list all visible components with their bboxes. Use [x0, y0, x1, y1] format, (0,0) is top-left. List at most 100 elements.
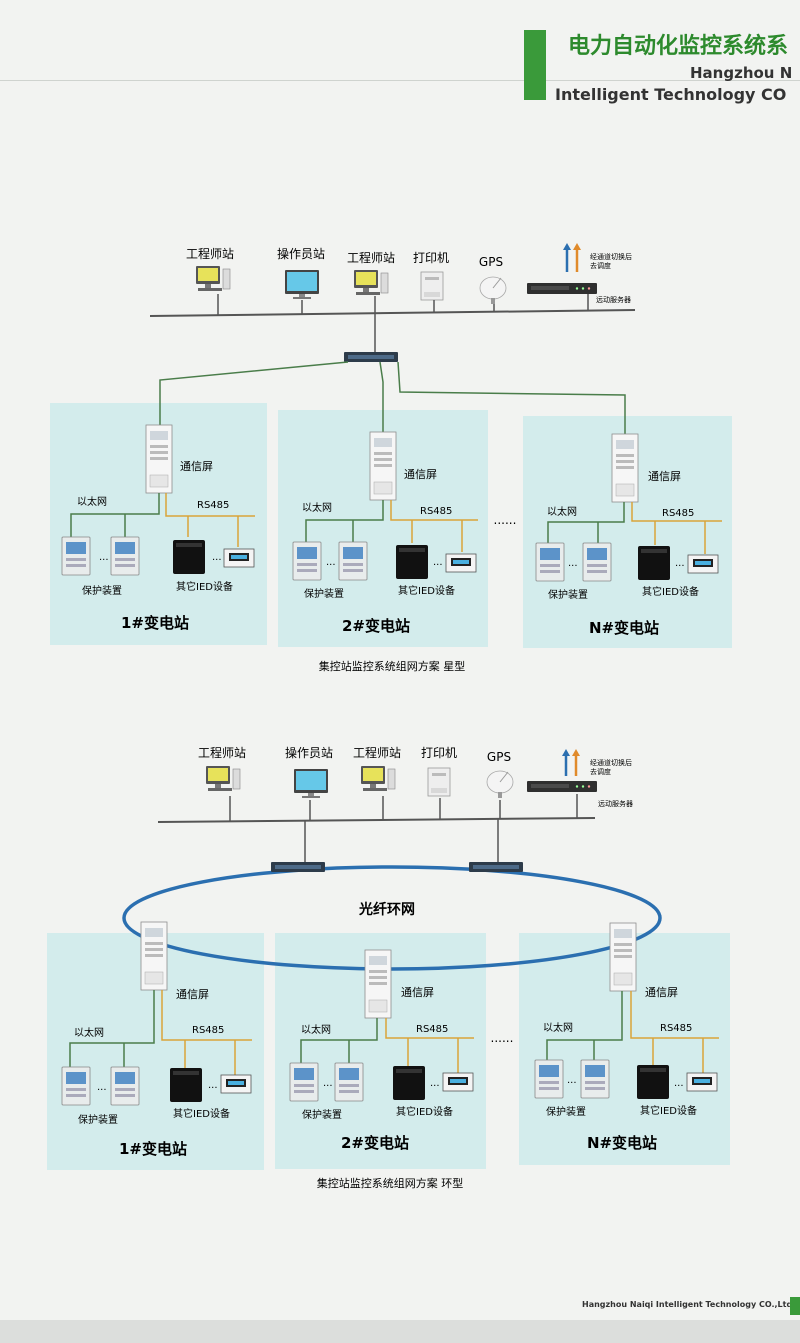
ring-sn-eth-label: 以太网 [543, 1021, 573, 1034]
star-printer-icon [420, 271, 444, 301]
star-sn-ied-label: 其它IED设备 [642, 585, 699, 598]
star-engineer-workstation2-icon [353, 269, 389, 296]
ring-s2-protection-relay-icon [289, 1062, 319, 1102]
ring-operator-monitor-icon [294, 769, 328, 798]
star-sn-ied-icon [638, 546, 670, 580]
star-s2-protection-relay-icon [292, 541, 322, 581]
ring-engineer-workstation2-icon [360, 765, 396, 792]
ring-remote-server-label: 远动服务器 [598, 799, 633, 808]
ring-s1-eth-label: 以太网 [74, 1026, 104, 1039]
ring-bus-line [157, 817, 596, 823]
star-remote-server-icon [527, 283, 597, 294]
star-operator-monitor-icon [285, 270, 319, 299]
star-s2-ied-dots: ... [433, 557, 443, 568]
ring-sn-comm-label: 通信屏 [645, 986, 678, 999]
ring-sn-dots: ... [567, 1075, 577, 1086]
star-s2-ied-icon [396, 545, 428, 579]
ring-s2-dots: ... [323, 1078, 333, 1089]
ring-s2-name: 2#变电站 [341, 1134, 409, 1152]
star-core-switch-icon [344, 352, 398, 362]
header-accent-bar [524, 30, 546, 100]
ring-s2-ied-dots: ... [430, 1078, 440, 1089]
star-bus-line [149, 309, 636, 317]
header-rule [0, 80, 800, 81]
ring-s1-name: 1#变电站 [119, 1140, 187, 1158]
star-sn-rs485-label: RS485 [662, 508, 694, 519]
star-s2-eth-label: 以太网 [302, 501, 332, 514]
star-s1-meter-icon [223, 548, 255, 568]
ring-gps-label: GPS [487, 750, 511, 764]
ring-s2-meter-icon [442, 1072, 474, 1092]
ring-diagram: 工程师站 操作员站 工程师站 打印机 GPS 经通道切换后 去调度 远动服务器 [47, 745, 730, 1190]
ring-printer-icon [427, 767, 451, 797]
ring-s2-protect-label: 保护装置 [302, 1108, 342, 1121]
ring-s2-rs485-label: RS485 [416, 1024, 448, 1035]
star-s1-dots: ... [99, 552, 109, 563]
star-remote-note-2: 去调度 [590, 261, 611, 270]
ring-s2-protection-relay2-icon [334, 1062, 364, 1102]
ring-s1-protection-relay2-icon [110, 1066, 140, 1106]
star-link-2 [379, 361, 384, 432]
ring-label: 光纤环网 [358, 901, 415, 918]
star-s1-protection-relay2-icon [110, 536, 140, 576]
ring-switch-right-icon [469, 862, 523, 872]
star-sn-name: N#变电站 [589, 619, 659, 637]
ring-engineer-workstation-icon [205, 765, 241, 792]
star-s1-rs485-label: RS485 [197, 500, 229, 511]
header-company-line2: Intelligent Technology CO [555, 85, 787, 104]
ring-between-dots: ...... [491, 1031, 514, 1045]
star-sn-protection-relay2-icon [582, 542, 612, 582]
star-sn-comm-label: 通信屏 [648, 470, 681, 483]
star-diagram: 工程师站 操作员站 工程师站 打印机 GPS 经通道切换后 去调度 远动服务器 [50, 243, 732, 673]
star-s2-meter-icon [445, 553, 477, 573]
ring-sn-protection-relay-icon [534, 1059, 564, 1099]
star-remote-server-label: 远动服务器 [596, 295, 631, 304]
ring-s1-ied-icon [170, 1068, 202, 1102]
ring-sn-ied-icon [637, 1065, 669, 1099]
ring-sn-name: N#变电站 [587, 1134, 657, 1152]
ring-engineer1-label: 工程师站 [198, 745, 246, 760]
ring-s2-ied-icon [393, 1066, 425, 1100]
star-s2-protection-relay2-icon [338, 541, 368, 581]
star-s2-protect-label: 保护装置 [304, 587, 344, 600]
star-gps-label: GPS [479, 255, 503, 269]
star-s2-comm-cabinet-icon [369, 431, 397, 501]
footer-band [0, 1320, 800, 1343]
fiber-ring [122, 865, 662, 971]
ring-s2-comm-cabinet-icon [364, 949, 392, 1019]
footer-company: Hangzhou Naiqi Intelligent Technology CO… [582, 1300, 793, 1309]
star-sn-protect-label: 保护装置 [548, 588, 588, 601]
star-sn-dots: ... [568, 558, 578, 569]
ring-sn-ied-dots: ... [674, 1078, 684, 1089]
star-caption: 集控站监控系统组网方案 星型 [319, 659, 466, 673]
ring-sn-rs485-label: RS485 [660, 1023, 692, 1034]
footer-accent-bar [790, 1297, 800, 1315]
ring-s1-comm-label: 通信屏 [176, 988, 209, 1001]
ring-s1-meter-icon [220, 1074, 252, 1094]
header-company-line1: Hangzhou N [690, 64, 793, 82]
star-s1-ied-label: 其它IED设备 [176, 580, 233, 593]
star-printer-label: 打印机 [413, 251, 449, 265]
star-sn-protection-relay-icon [535, 542, 565, 582]
star-between-dots: ...... [494, 513, 517, 527]
star-s1-protect-label: 保护装置 [82, 584, 122, 597]
star-operator-label: 操作员站 [277, 246, 325, 261]
ring-sn-protect-label: 保护装置 [546, 1105, 586, 1118]
star-gps-antenna-icon [479, 276, 507, 305]
ring-s1-dots: ... [97, 1082, 107, 1093]
star-s1-ied-icon [173, 540, 205, 574]
star-remote-note-1: 经通道切换后 [590, 252, 632, 261]
ring-s1-rs485-label: RS485 [192, 1025, 224, 1036]
star-s2-comm-label: 通信屏 [404, 468, 437, 481]
ring-sn-protection-relay2-icon [580, 1059, 610, 1099]
star-s2-dots: ... [326, 557, 336, 568]
ring-s2-comm-label: 通信屏 [401, 986, 434, 999]
star-engineer1-label: 工程师站 [186, 246, 234, 261]
star-link-n [397, 361, 626, 434]
star-s1-ied-dots: ... [212, 552, 222, 563]
ring-s1-ied-dots: ... [208, 1080, 218, 1091]
star-s1-eth-label: 以太网 [77, 495, 107, 508]
ring-s1-protect-label: 保护装置 [78, 1113, 118, 1126]
